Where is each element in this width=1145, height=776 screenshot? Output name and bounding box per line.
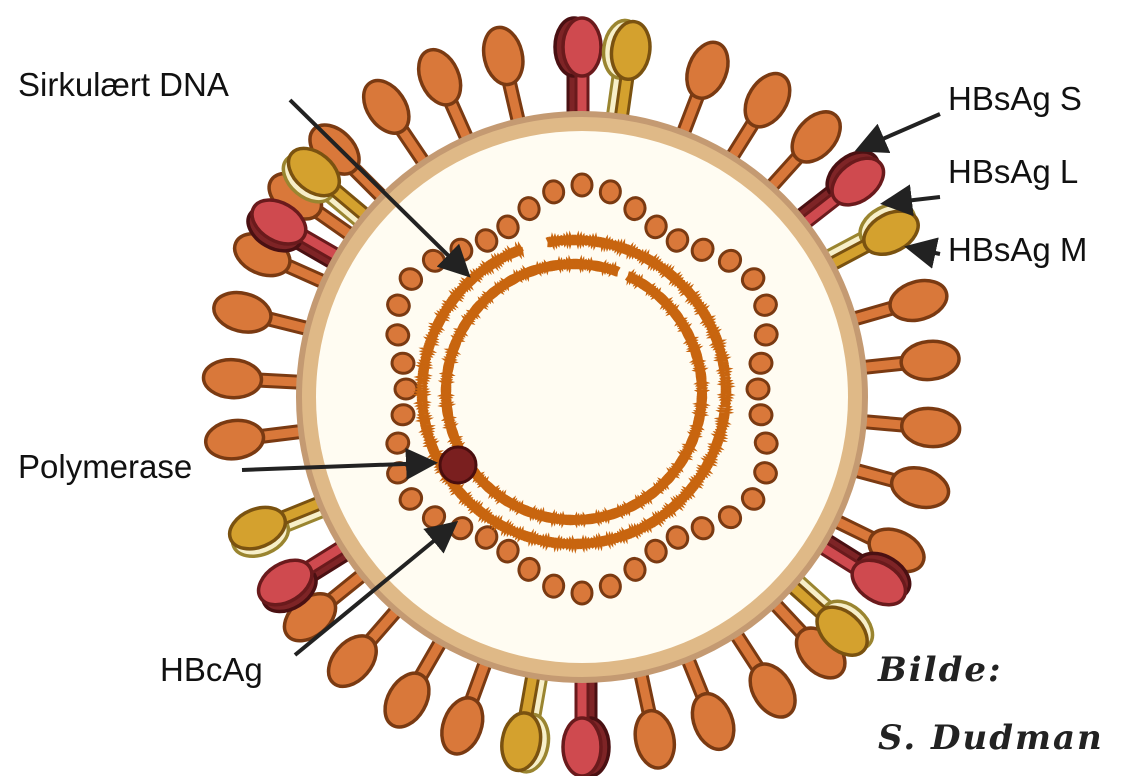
label-hbsag-l: HBsAg L: [948, 153, 1079, 190]
hbcag-subunit: [753, 431, 779, 455]
hbcag-subunit: [517, 196, 541, 222]
hbcag-subunit: [717, 505, 743, 530]
hbcag-subunit: [623, 196, 647, 222]
hbsag-l-arrow: [880, 184, 941, 217]
hbsag-l-spike: [250, 198, 349, 267]
hbcag-subunit: [748, 403, 774, 427]
hbcag-arrow: [293, 520, 459, 657]
hbsag-s-arrow: [854, 112, 941, 154]
hbcag-subunit: [740, 267, 766, 291]
hbsag-m-spike: [227, 492, 332, 551]
hbcag-subunit: [753, 461, 778, 485]
hbcag-subunit: [390, 403, 416, 427]
label-hbsag-s: HBsAg S: [948, 80, 1082, 117]
hbcag-subunit: [570, 172, 594, 198]
hbsag-s-spike: [416, 47, 478, 151]
hbsag-s-spike: [383, 630, 452, 729]
hbsag-s-spike: [440, 651, 496, 756]
hbcag-subunit: [753, 293, 778, 317]
hbcag-subunit: [398, 267, 424, 291]
hbcag-subunit: [390, 351, 416, 375]
hbsag-m-spike: [500, 665, 543, 773]
arrows: [241, 98, 941, 657]
hbcag-subunit: [570, 580, 594, 606]
label-polymerase: Polymerase: [18, 448, 193, 485]
dna-arrow: [288, 98, 471, 278]
hbsag-s-spike: [720, 71, 792, 170]
hbcag-subunit: [385, 323, 411, 347]
hbcag-subunit: [665, 525, 690, 550]
hbsag-l-spike: [561, 16, 603, 124]
hbcag-subunit: [598, 573, 622, 599]
hbsag-l-spike: [792, 156, 886, 235]
hbcag-subunit: [542, 573, 566, 599]
hbcag-subunit: [753, 323, 779, 347]
credit-line-2: S. Dudman: [878, 718, 1104, 758]
hbsag-l-spike: [561, 670, 603, 776]
label-hbsag-m: HBsAg M: [948, 231, 1088, 268]
hbsag-s-spike: [844, 460, 951, 510]
hbcag-subunit: [386, 293, 411, 317]
hbsag-m-spike: [609, 19, 652, 128]
hbsag-l-spike: [256, 535, 355, 607]
polymerase-mark: [438, 445, 478, 485]
hbcag-subunit: [517, 556, 541, 582]
credit-line-1: Bilde:: [878, 650, 1003, 690]
hbsag-m-arrow: [904, 237, 941, 269]
hbsag-m-spike: [780, 574, 869, 657]
hbsag-s-spike: [203, 418, 312, 461]
hbcag-subunit: [690, 516, 715, 541]
hbcag-subunit: [745, 377, 771, 401]
hbsag-s-spike: [481, 25, 528, 133]
hbsag-s-spike: [212, 290, 319, 339]
hbcag-subunit: [717, 248, 743, 273]
hbcag-subunit: [496, 538, 520, 564]
hbcag-subunit: [598, 179, 622, 205]
polymerase-arrow: [241, 447, 438, 480]
label-hbcag: HBcAg: [160, 651, 263, 688]
hbsag-s-spike: [853, 406, 962, 449]
hbcag-subunit: [623, 556, 647, 582]
hbcag-subunit: [398, 487, 424, 511]
circular-dna: [412, 230, 736, 554]
dna-strand: [412, 230, 736, 554]
label-circular-dna: Sirkulært DNA: [18, 66, 229, 103]
hbsag-s-spike: [724, 622, 797, 719]
hbcag-subunit: [542, 179, 566, 205]
hbsag-s-spike: [853, 339, 961, 382]
surface-antigens: [201, 16, 962, 776]
hbcag-subunit: [665, 228, 690, 253]
dna-strand: [437, 254, 710, 528]
hbsag-s-spike: [201, 357, 310, 400]
hbsag-s-spike: [631, 662, 677, 770]
hbcag-subunit: [690, 237, 715, 262]
hbcag-subunit: [496, 214, 520, 240]
hbcag-subunit: [474, 228, 499, 253]
hbcag-subunit: [644, 538, 668, 564]
hbcag-subunit: [748, 351, 774, 375]
hbcag-subunit: [385, 431, 411, 455]
hbcag-subunit: [393, 377, 419, 401]
hbsag-s-spike: [361, 78, 436, 175]
hbcag-subunit: [740, 487, 766, 511]
hbcag-subunit: [644, 214, 668, 240]
